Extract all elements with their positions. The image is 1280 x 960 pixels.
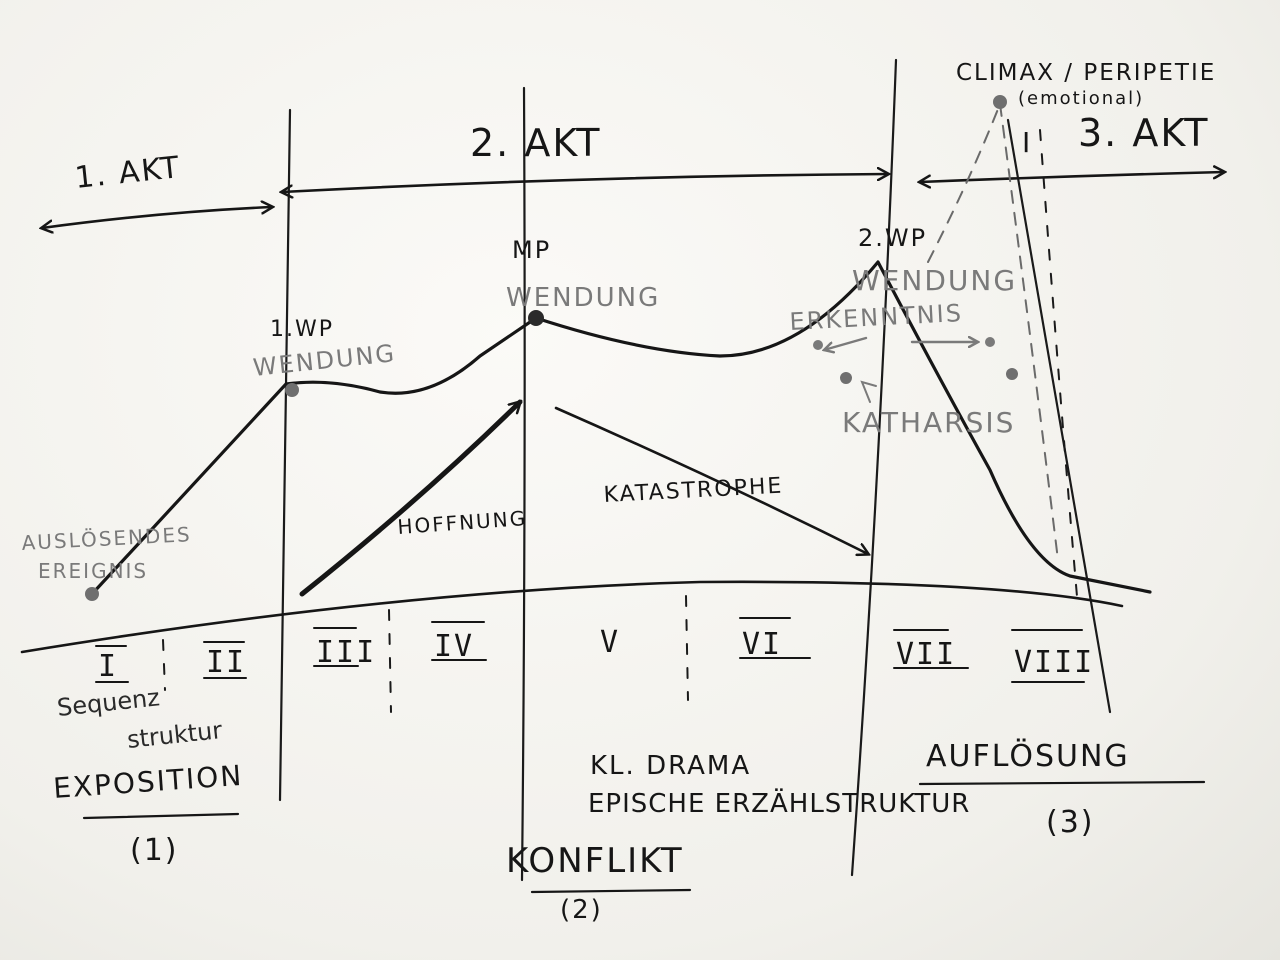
midpoint-sub-label: WENDUNG (506, 283, 660, 313)
divider-midpoint (520, 86, 526, 882)
act3-divider-mark: I (1022, 126, 1032, 159)
sequence-divider-4 (1039, 129, 1079, 609)
conflict-underline (530, 888, 692, 894)
midpoint-dot (528, 310, 544, 326)
act1-label: 1. AKT (73, 150, 182, 196)
pp1-sub-label: WENDUNG (252, 339, 398, 382)
exposition-label: EXPOSITION (52, 759, 244, 805)
sequence-divider-3 (685, 595, 689, 701)
hope-label: HOFFNUNG (397, 506, 528, 539)
divider-act2-act3 (850, 58, 898, 877)
plot-point-dots (85, 95, 1018, 601)
climax-label: CLIMAX / PERIPETIE (956, 60, 1216, 86)
pp2-sub-label: WENDUNG (852, 264, 1017, 297)
sequence-markers: I II III IV V VI VII VIII (95, 617, 1094, 684)
sequence-marker-5: V (600, 625, 620, 660)
sequence-divider-1 (162, 639, 166, 691)
sequence-baseline (20, 580, 1124, 654)
sequence-structure-label-1: Sequenz (56, 683, 161, 722)
inciting-incident-label-1: AUSLÖSENDES (21, 522, 192, 555)
act2-arrow (282, 174, 888, 192)
sequence-structure-label-2: struktur (126, 716, 224, 754)
recognition-arrows (824, 338, 978, 350)
exposition-underline (82, 812, 240, 820)
recognition-arrow-left (824, 336, 868, 350)
act-dividers (278, 58, 1112, 882)
pp2-label: 2.WP (858, 224, 927, 252)
recognition-dot-left (813, 340, 823, 350)
sequence-marker-8: VIII (1014, 645, 1094, 680)
sequence-marker-2: II (206, 645, 246, 680)
inciting-incident-dot (85, 587, 99, 601)
act1-arrow (42, 207, 272, 228)
climax-dot (993, 95, 1007, 109)
sequence-marker-7: VII (896, 637, 956, 672)
resolution-label: AUFLÖSUNG (926, 738, 1130, 774)
act3-label: 3. AKT (1078, 111, 1210, 155)
pp1-dot (285, 383, 299, 397)
epic-structure-label: EPISCHE ERZÄHLSTRUKTUR (588, 787, 970, 819)
sequence-marker-1: I (98, 649, 118, 684)
recognition-label: ERKENNTNIS (789, 299, 964, 336)
dramatic-arc (90, 260, 1152, 596)
hope-arrow (299, 402, 520, 597)
sequence-marker-4: IV (434, 629, 474, 664)
catharsis-label: KATHARSIS (842, 406, 1015, 439)
resolution-number: (3) (1046, 805, 1095, 840)
catharsis-arrow (860, 380, 877, 403)
conflict-number: (2) (560, 895, 603, 925)
pp1-label: 1.WP (270, 317, 334, 342)
exposition-number: (1) (130, 833, 179, 868)
act-arrows (42, 172, 1224, 228)
act2-label: 2. AKT (470, 121, 602, 165)
climax-rise (927, 103, 1001, 263)
act3-arrow (920, 172, 1224, 182)
sequence-marker-3: III (316, 635, 376, 670)
catharsis-dot-left (840, 372, 852, 384)
inciting-incident-label-2: EREIGNIS (38, 559, 148, 583)
drama-label: KL. DRAMA (590, 751, 751, 781)
sequence-marker-rules (95, 617, 1085, 683)
divider-act1-act2 (278, 108, 292, 802)
sequence-dividers (162, 129, 1079, 713)
recognition-dot-right (985, 337, 995, 347)
catastrophe-arrow (554, 406, 868, 554)
midpoint-label: MP (512, 236, 551, 264)
divider-act3-right (1006, 118, 1112, 714)
climax-fall (999, 103, 1059, 561)
sequence-marker-6: VI (742, 627, 782, 662)
conflict-label: KONFLIKT (506, 841, 684, 881)
resolution-underline (918, 780, 1206, 786)
climax-sub-label: (emotional) (1018, 88, 1144, 109)
catharsis-dot-right (1006, 368, 1018, 380)
catastrophe-label: KATASTROPHE (603, 474, 784, 508)
climax-peak-lines (927, 103, 1059, 561)
sequence-divider-2 (388, 609, 392, 713)
